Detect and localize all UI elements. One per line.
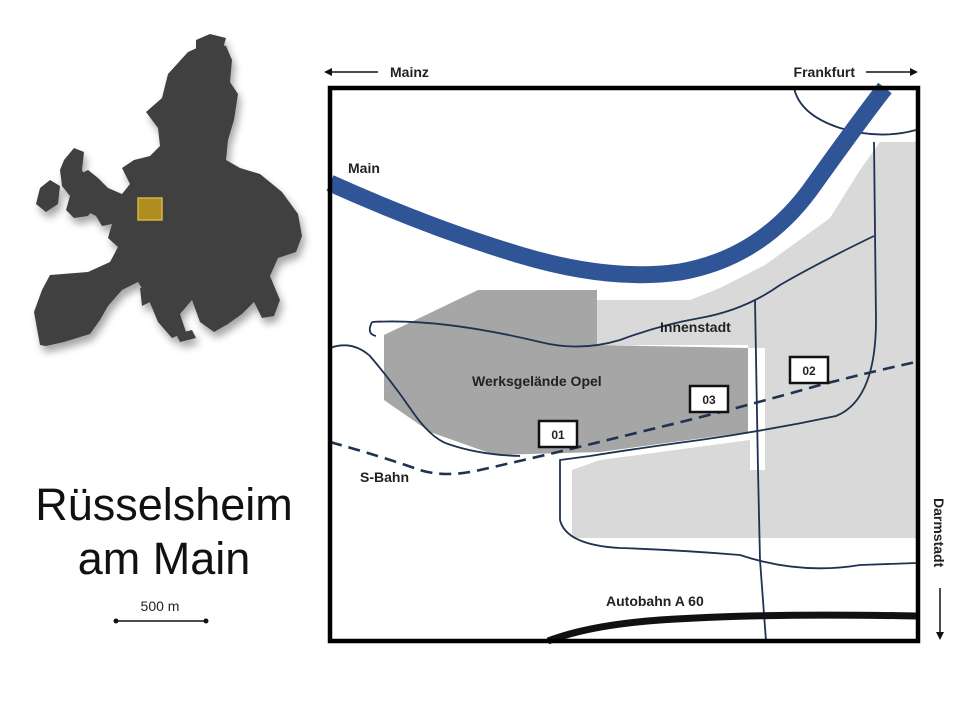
title-line-2: am Main (77, 533, 251, 584)
marker-02: 02 (788, 355, 830, 385)
direction-east: Frankfurt (794, 64, 918, 80)
river-label: Main (348, 160, 380, 176)
rail-label: S-Bahn (360, 469, 409, 485)
s-bahn-line (329, 360, 917, 476)
europe-inset (34, 34, 302, 346)
marker-01: 01 (537, 419, 579, 449)
road (559, 141, 917, 570)
direction-south: Darmstadt (931, 498, 947, 640)
scale-label: 500 m (140, 598, 180, 614)
svg-text:02: 02 (802, 364, 816, 378)
direction-east-label: Frankfurt (794, 64, 856, 80)
page-title: Rüsselsheim am Main (14, 478, 314, 586)
direction-south-label: Darmstadt (931, 498, 947, 568)
district-label: Innenstadt (660, 319, 731, 335)
road (368, 321, 377, 337)
road (793, 87, 917, 136)
british-isles (60, 148, 96, 218)
road (371, 235, 875, 348)
road (329, 344, 521, 457)
location-marker (137, 197, 163, 221)
direction-west-label: Mainz (390, 64, 429, 80)
europe-silhouette (34, 42, 302, 346)
motorway-label: Autobahn A 60 (606, 593, 704, 609)
sardinia (140, 286, 150, 306)
autobahn-a60 (546, 611, 917, 645)
title-line-1: Rüsselsheim (35, 479, 293, 530)
sicily (176, 330, 196, 342)
svg-text:01: 01 (551, 428, 565, 442)
city-map: 01 02 03 Main Innenstadt Werksgelände Op… (326, 82, 918, 645)
map-frame (327, 85, 921, 644)
svg-text:03: 03 (702, 393, 716, 407)
opel-factory (384, 290, 748, 455)
direction-west: Mainz (324, 64, 429, 80)
road (754, 299, 767, 642)
urban-area (572, 142, 916, 538)
river-main (326, 82, 892, 284)
scandinavia-north (196, 34, 226, 56)
factory-label: Werksgelände Opel (472, 373, 602, 389)
ireland (36, 180, 60, 212)
marker-03: 03 (688, 384, 730, 414)
scale-bar (113, 618, 209, 624)
